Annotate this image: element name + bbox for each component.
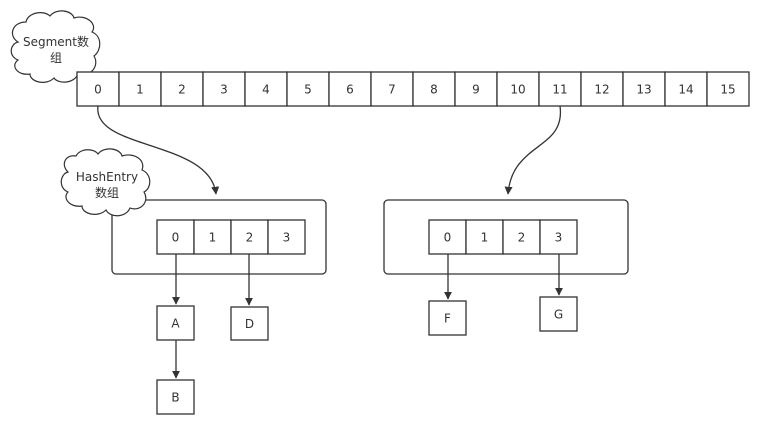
- segment-cell-label: 2: [178, 83, 186, 97]
- segment-cell-box: [370, 71, 414, 107]
- segment-cell-box: [622, 71, 666, 107]
- hashentry-right-cell-box: [502, 219, 541, 255]
- segment-cell: 2: [160, 71, 204, 107]
- hashentry-right-cell: 0: [428, 219, 467, 255]
- hashentry-left-cell-label: 0: [172, 231, 180, 245]
- hashentry-left-cell-label: 2: [246, 231, 254, 245]
- hashentry-right-cell: 2: [502, 219, 541, 255]
- hashentry-left-cell-label: 3: [283, 231, 291, 245]
- segment-cell: 9: [454, 71, 498, 107]
- segment-cell: 7: [370, 71, 414, 107]
- segment-cell-label: 3: [220, 83, 228, 97]
- segment-label-line2: 组: [50, 51, 62, 65]
- segment-label-line1: Segment数: [23, 34, 89, 49]
- segment-cell-label: 6: [346, 83, 354, 97]
- hashentry-array-right: 0 1 2 3: [428, 219, 578, 255]
- segment-cell: 6: [328, 71, 372, 107]
- segment-cell-box: [286, 71, 330, 107]
- hashentry-right-cell-label: 3: [555, 231, 563, 245]
- segment-cell: 5: [286, 71, 330, 107]
- node-g-label: G: [554, 308, 563, 322]
- segment-cell-label: 10: [510, 83, 525, 97]
- node-b: B: [156, 379, 195, 415]
- segment-cell-box: [202, 71, 246, 107]
- segment-cell-label: 0: [94, 83, 102, 97]
- hashentry-right-cell-box: [465, 219, 504, 255]
- segment-cell-box: [496, 71, 540, 107]
- segment-cell-box: [580, 71, 624, 107]
- segment-cell-label: 1: [136, 83, 144, 97]
- hashentry-left-cell-box: [267, 219, 306, 255]
- segment-cell: 11: [538, 71, 582, 107]
- segment-cell-box: [538, 71, 582, 107]
- hashentry-left-cell: 2: [230, 219, 269, 255]
- segment-cell-box: [454, 71, 498, 107]
- segment-cell: 15: [706, 71, 750, 107]
- segment-cell-box: [328, 71, 372, 107]
- segment-cell-label: 8: [430, 83, 438, 97]
- hashentry-right-cell-box: [428, 219, 467, 255]
- node-f: F: [428, 300, 467, 336]
- segment-cell: 3: [202, 71, 246, 107]
- hashentry-array-label-cloud: HashEntry 数组: [60, 148, 151, 217]
- segment-cell-box: [244, 71, 288, 107]
- segment-cell: 10: [496, 71, 540, 107]
- segment-cell: 12: [580, 71, 624, 107]
- segment-cell: 14: [664, 71, 708, 107]
- hashentry-label-line2: 数组: [95, 185, 119, 200]
- segment-cell-label: 7: [388, 83, 396, 97]
- hashentry-label-line1: HashEntry: [76, 170, 138, 184]
- segment-array-label-cloud: Segment数 组: [10, 10, 101, 83]
- hashentry-right-cell-label: 2: [518, 231, 526, 245]
- segment-0-to-hashentry-arrow: [97, 105, 220, 195]
- node-a: A: [156, 305, 195, 341]
- hashentry-array-left: 0 1 2 3: [156, 219, 306, 255]
- segment-cell-label: 9: [472, 83, 480, 97]
- segment-cell-label: 4: [262, 83, 270, 97]
- node-f-label: F: [444, 312, 451, 326]
- node-a-label: A: [171, 317, 180, 331]
- node-d-label: D: [245, 317, 254, 331]
- hashentry-right-cell-label: 1: [481, 231, 489, 245]
- hashentry-right-cell: 1: [465, 219, 504, 255]
- segment-cell: 8: [412, 71, 456, 107]
- segment-cell-box: [706, 71, 750, 107]
- segment-cell-box: [412, 71, 456, 107]
- segment-cell-label: 5: [304, 83, 312, 97]
- segment-11-to-hashentry-arrow: [504, 105, 562, 195]
- segment-cell: 1: [118, 71, 162, 107]
- segment-cell: 0: [76, 71, 120, 107]
- hashentry-left-cell: 3: [267, 219, 306, 255]
- segment-cell: 13: [622, 71, 666, 107]
- hashentry-left-cell: 0: [156, 219, 195, 255]
- segment-cell: 4: [244, 71, 288, 107]
- segment-cell-label: 11: [552, 83, 567, 97]
- segment-cloud-shape: [10, 10, 101, 83]
- segment-cell-label: 13: [636, 83, 651, 97]
- hashentry-left-cell-box: [193, 219, 232, 255]
- segment-cell-label: 15: [720, 83, 735, 97]
- hashentry-right-cell-label: 0: [444, 231, 452, 245]
- segment-cell-label: 14: [678, 83, 693, 97]
- node-d: D: [230, 306, 269, 341]
- hashentry-right-cell: 3: [539, 219, 578, 255]
- hashentry-cloud-shape: [60, 148, 151, 217]
- node-b-label: B: [171, 391, 179, 405]
- hashentry-left-cell: 1: [193, 219, 232, 255]
- hashentry-left-cell-label: 1: [209, 231, 217, 245]
- segment-cell-label: 12: [594, 83, 609, 97]
- node-g: G: [539, 296, 578, 332]
